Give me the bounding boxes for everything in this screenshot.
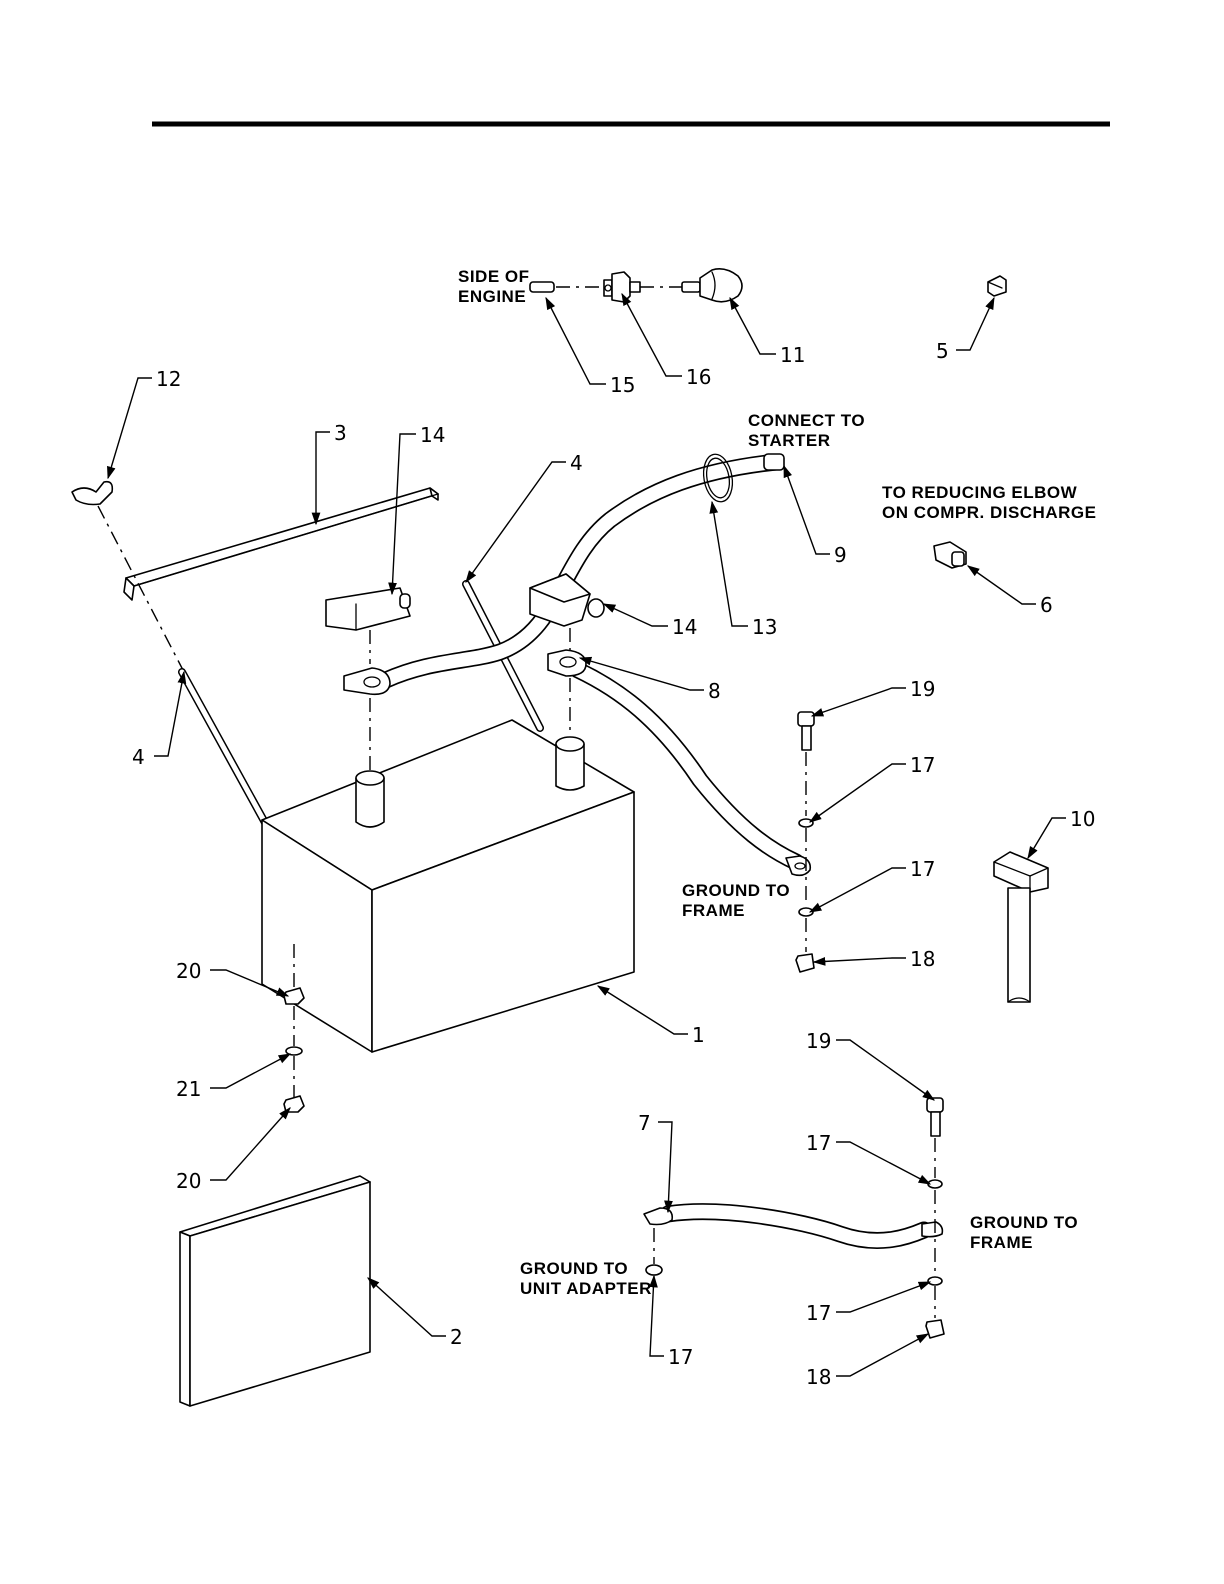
callout-19-upper: 19	[910, 677, 935, 701]
callout-18-lower: 18	[806, 1365, 831, 1389]
callout-20-upper: 20	[176, 959, 201, 983]
callout-14-left: 14	[420, 423, 445, 447]
note-reducing-elbow-line1: TO REDUCING ELBOW	[882, 483, 1078, 502]
nut-18-upper	[796, 954, 814, 972]
part-3-hold-down-bar	[124, 488, 438, 600]
part-2-battery-tray	[180, 1176, 370, 1406]
note-ground-frame-lower-line1: GROUND TO	[970, 1213, 1078, 1232]
washer-17-d	[928, 1277, 942, 1285]
note-reducing-elbow-line2: ON COMPR. DISCHARGE	[882, 503, 1096, 522]
callout-20-lower: 20	[176, 1169, 201, 1193]
callout-17-d: 17	[806, 1301, 831, 1325]
battery-terminal-left	[356, 771, 384, 827]
callout-16: 16	[686, 365, 711, 389]
note-connect-starter-line1: CONNECT TO	[748, 411, 865, 430]
callout-21: 21	[176, 1077, 201, 1101]
bolt-19-upper	[798, 712, 814, 750]
part-10-relay	[994, 852, 1048, 1002]
part-14-terminal-cover-left	[326, 588, 410, 630]
callout-6: 6	[1040, 593, 1053, 617]
part-16-fitting	[604, 272, 640, 302]
callout-4-left: 4	[132, 745, 145, 769]
part-6-switch	[934, 542, 966, 568]
washer-17-c	[928, 1180, 942, 1188]
callout-5: 5	[936, 339, 949, 363]
washer-17-adapter	[646, 1265, 662, 1275]
callout-4-right: 4	[570, 451, 583, 475]
bolt-19-lower	[927, 1098, 943, 1136]
note-ground-frame-upper-line1: GROUND TO	[682, 881, 790, 900]
washer-21	[286, 1047, 302, 1055]
note-connect-starter-line2: STARTER	[748, 431, 831, 450]
callout-19-lower: 19	[806, 1029, 831, 1053]
note-ground-frame-lower-line2: FRAME	[970, 1233, 1033, 1252]
callout-17-adapter: 17	[668, 1345, 693, 1369]
nut-18-lower	[926, 1320, 944, 1338]
part-9-starter-cable	[386, 454, 784, 680]
note-ground-adapter-line1: GROUND TO	[520, 1259, 628, 1278]
part-7-ground-strap	[644, 1208, 942, 1241]
cable-terminal-left	[344, 668, 390, 694]
callout-10: 10	[1070, 807, 1095, 831]
part-1-battery	[262, 720, 634, 1052]
washer-17-a	[799, 819, 813, 827]
callout-12: 12	[156, 367, 181, 391]
note-ground-frame-upper-line2: FRAME	[682, 901, 745, 920]
callout-17-b: 17	[910, 857, 935, 881]
part-12-wing-nut	[72, 482, 112, 505]
callout-15: 15	[610, 373, 635, 397]
callout-13: 13	[752, 615, 777, 639]
callout-7: 7	[638, 1111, 651, 1135]
callout-14-right: 14	[672, 615, 697, 639]
callout-17-c: 17	[806, 1131, 831, 1155]
note-side-of-engine-line1: SIDE OF	[458, 267, 530, 286]
nut-20-lower	[284, 1096, 304, 1112]
part-14-terminal-cover-right	[530, 574, 604, 626]
callout-1: 1	[692, 1023, 705, 1047]
note-side-of-engine-line2: ENGINE	[458, 287, 526, 306]
callout-11: 11	[780, 343, 805, 367]
callout-17-a: 17	[910, 753, 935, 777]
part-15-pin	[530, 282, 554, 292]
callout-18-upper: 18	[910, 947, 935, 971]
callout-3: 3	[334, 421, 347, 445]
part-11-sender	[682, 269, 742, 302]
callout-9: 9	[834, 543, 847, 567]
part-5-fuse	[988, 276, 1006, 296]
note-ground-adapter-line2: UNIT ADAPTER	[520, 1279, 652, 1298]
callout-8: 8	[708, 679, 721, 703]
callout-2: 2	[450, 1325, 463, 1349]
battery-terminal-right	[556, 737, 584, 790]
